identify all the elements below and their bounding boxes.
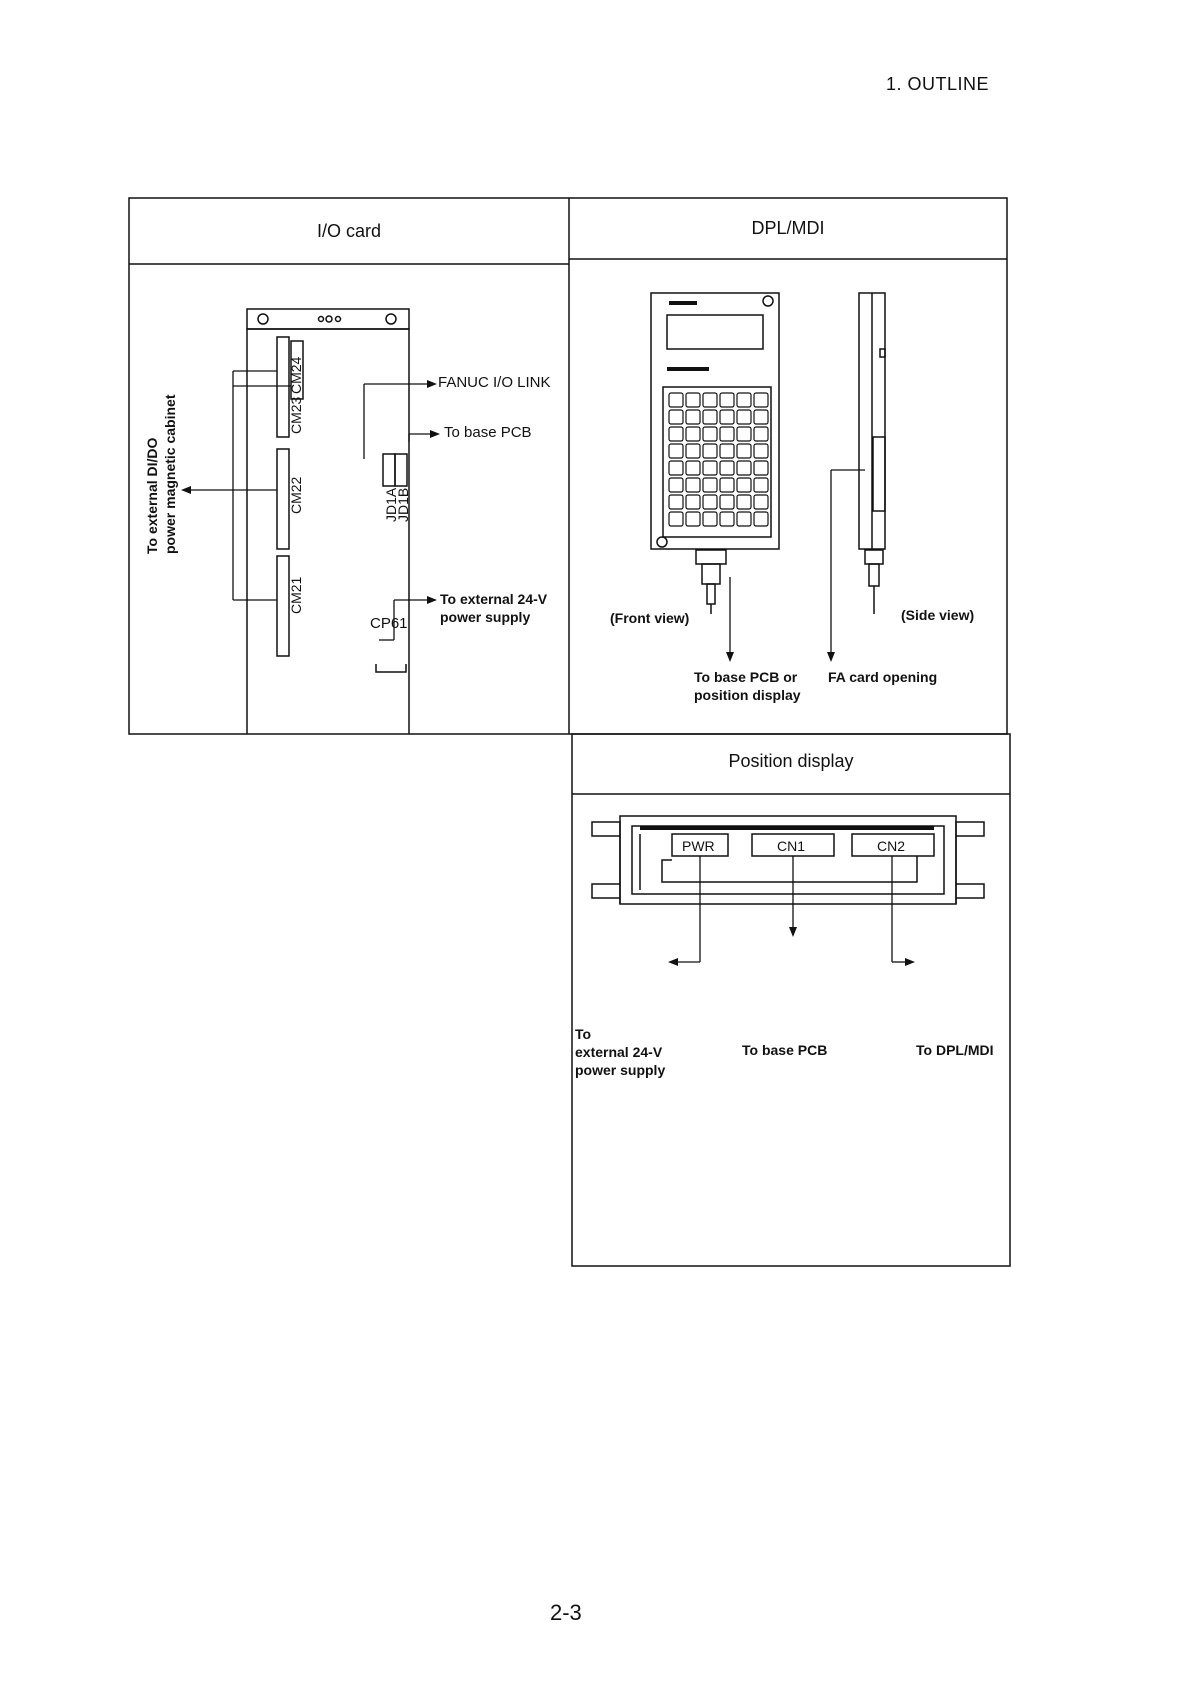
power-supply-label: power supply xyxy=(575,1062,666,1078)
keypad-key xyxy=(668,426,684,442)
cm23-label: CM23 xyxy=(288,396,304,434)
keypad-key xyxy=(719,511,735,527)
keypad-key xyxy=(719,494,735,510)
to-base-pcb-label-2: To base PCB xyxy=(742,1042,828,1058)
pwr-label: PWR xyxy=(682,838,715,854)
external-24v-label: external 24-V xyxy=(575,1044,663,1060)
io-card-diagram: CM24 CM23 CM22 CM21 JD1A JD1B CP61 To ex… xyxy=(144,308,440,734)
to-label: To xyxy=(575,1026,592,1042)
keypad-key xyxy=(719,392,735,408)
keypad-key xyxy=(719,409,735,425)
keypad-key xyxy=(685,443,701,459)
keypad-key xyxy=(736,392,752,408)
ext-24v-label-line2: power supply xyxy=(440,609,531,625)
keypad-key xyxy=(668,511,684,527)
front-view-label: (Front view) xyxy=(610,610,690,626)
cn2-label: CN2 xyxy=(877,838,905,854)
keypad-key xyxy=(736,409,752,425)
dpl-mdi-diagram xyxy=(650,292,886,662)
keypad-key xyxy=(668,409,684,425)
keypad-key xyxy=(668,443,684,459)
keypad-key xyxy=(753,409,769,425)
keypad-key xyxy=(736,511,752,527)
keypad-key xyxy=(702,494,718,510)
keypad-key xyxy=(753,426,769,442)
cp61-label: CP61 xyxy=(370,615,408,632)
to-dpl-mdi-label: To DPL/MDI xyxy=(916,1042,994,1058)
keypad-key xyxy=(668,460,684,476)
keypad-key xyxy=(668,494,684,510)
keypad-key xyxy=(685,426,701,442)
ext-24v-label-line1: To external 24-V xyxy=(440,591,548,607)
position-display-diagram: PWR CN1 CN2 xyxy=(591,815,985,966)
keypad-key xyxy=(685,477,701,493)
keypad-key xyxy=(668,392,684,408)
cn1-label: CN1 xyxy=(777,838,805,854)
keypad-key xyxy=(753,460,769,476)
position-display-label: position display xyxy=(694,687,801,703)
section-header: 1. OUTLINE xyxy=(886,74,990,94)
dpl-mdi-title: DPL/MDI xyxy=(751,218,825,238)
keypad-key xyxy=(702,511,718,527)
keypad-key xyxy=(685,392,701,408)
keypad-key xyxy=(702,426,718,442)
keypad-key xyxy=(753,477,769,493)
keypad-key xyxy=(685,409,701,425)
keypad-key xyxy=(702,460,718,476)
didi-label-line1: To external DI/DO xyxy=(144,437,160,554)
jd1b-label: JD1B xyxy=(395,488,411,522)
keypad-key xyxy=(753,392,769,408)
keypad-key xyxy=(736,494,752,510)
keypad-key xyxy=(753,511,769,527)
keypad-key xyxy=(702,443,718,459)
io-card-title: I/O card xyxy=(316,221,382,241)
keypad-key xyxy=(736,460,752,476)
keypad-key xyxy=(685,511,701,527)
jd1a-label: JD1A xyxy=(383,487,399,522)
fa-card-label: FA card opening xyxy=(828,669,938,685)
cm22-label: CM22 xyxy=(288,476,304,514)
page-number: 2-3 xyxy=(550,1600,582,1625)
keypad-key xyxy=(719,460,735,476)
fanuc-io-link-label: FANUC I/O LINK xyxy=(438,374,551,391)
keypad-key xyxy=(719,477,735,493)
keypad-key xyxy=(753,494,769,510)
didi-label-line2: power magnetic cabinet xyxy=(162,394,178,554)
keypad-key xyxy=(685,494,701,510)
keypad-key xyxy=(736,426,752,442)
keypad-key xyxy=(719,443,735,459)
cm24-label: CM24 xyxy=(288,356,304,394)
keypad-key xyxy=(685,460,701,476)
keypad-key xyxy=(702,409,718,425)
cm21-label: CM21 xyxy=(288,576,304,614)
to-base-pcb-or-label: To base PCB or xyxy=(694,669,798,685)
keypad-key xyxy=(668,477,684,493)
keypad-key xyxy=(736,443,752,459)
keypad-key xyxy=(702,392,718,408)
keypad-key xyxy=(736,477,752,493)
keypad-key xyxy=(719,426,735,442)
keypad-key xyxy=(753,443,769,459)
keypad-key xyxy=(702,477,718,493)
position-display-title: Position display xyxy=(728,751,854,771)
to-base-pcb-label: To base PCB xyxy=(444,424,532,441)
side-view-label: (Side view) xyxy=(901,607,975,623)
